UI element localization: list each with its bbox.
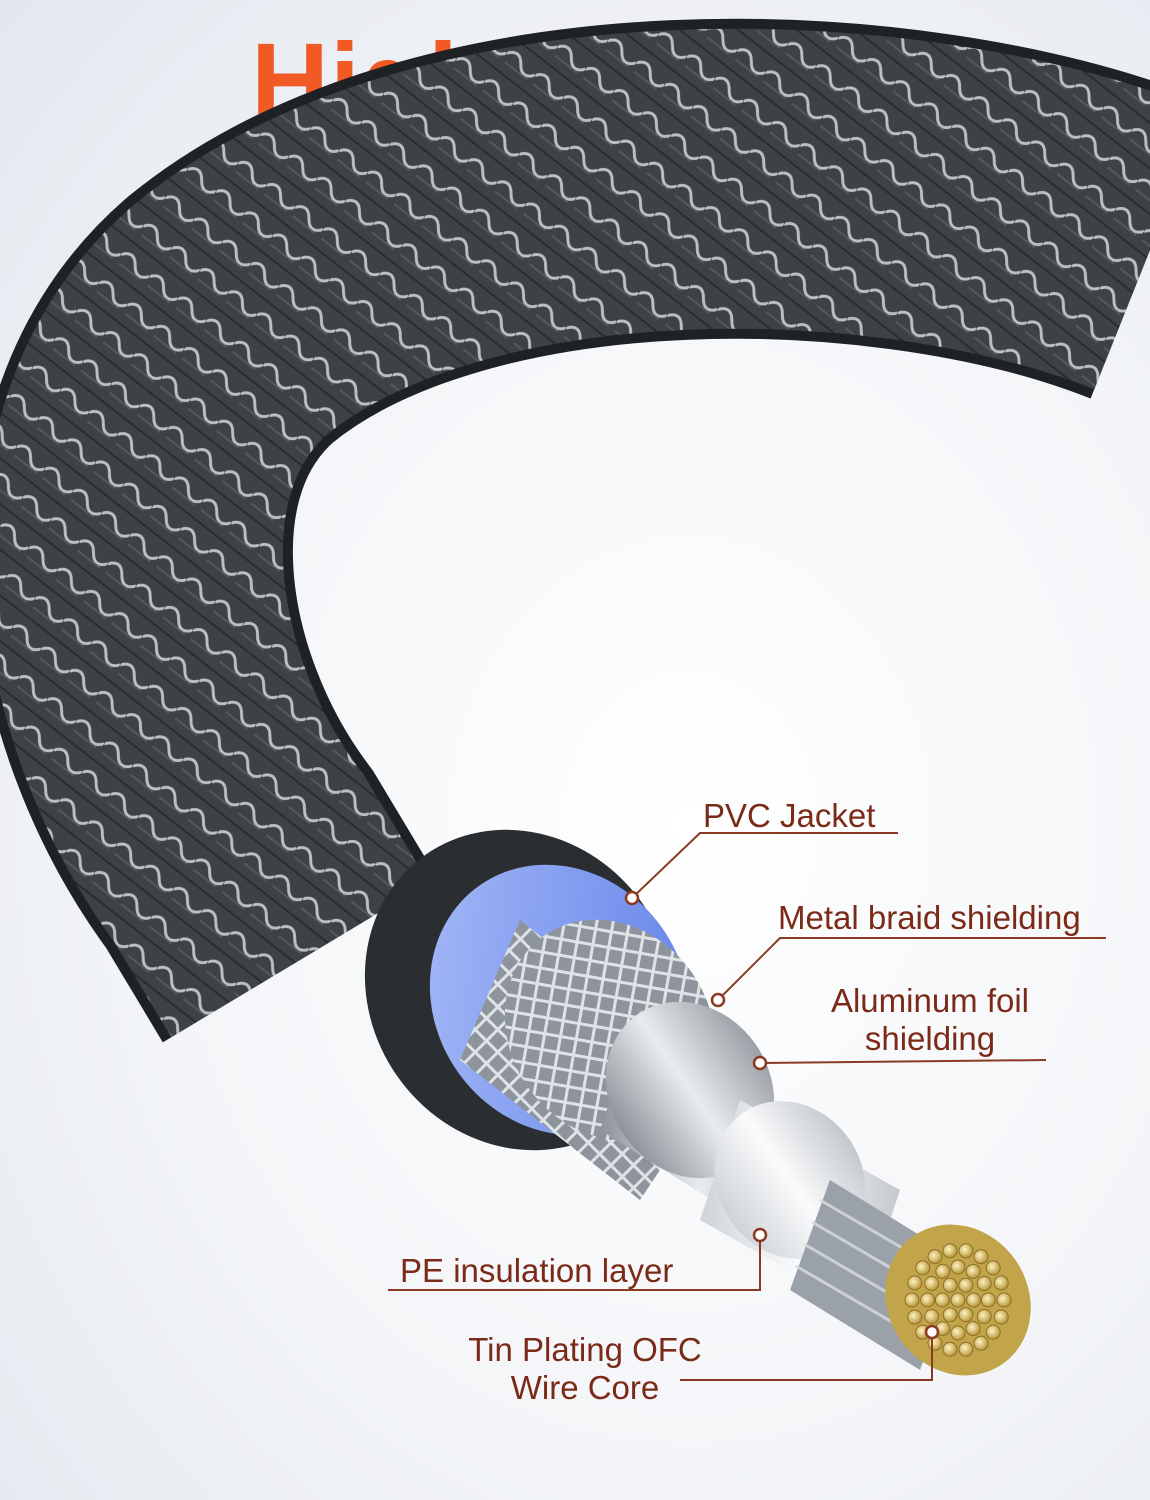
wire-strand bbox=[950, 1325, 966, 1341]
wire-strand bbox=[942, 1341, 958, 1357]
wire-strand bbox=[965, 1321, 981, 1337]
wire-strand bbox=[942, 1307, 958, 1323]
wire-strand bbox=[958, 1307, 974, 1323]
wire-strand bbox=[950, 1292, 966, 1308]
wire-strand bbox=[950, 1259, 966, 1275]
wire-strand bbox=[942, 1277, 958, 1293]
wire-strand bbox=[958, 1277, 974, 1293]
wire-strand bbox=[985, 1260, 1001, 1276]
wire-strand bbox=[934, 1292, 950, 1308]
wire-strand bbox=[942, 1243, 958, 1259]
wire-strand bbox=[966, 1292, 982, 1308]
wire-strand bbox=[907, 1309, 923, 1325]
wire-strand bbox=[993, 1309, 1009, 1325]
leader-dot bbox=[924, 1324, 940, 1340]
wire-strand bbox=[958, 1341, 974, 1357]
wire-strand bbox=[976, 1276, 992, 1291]
wire-strand bbox=[904, 1292, 920, 1308]
label-pvc-jacket: PVC Jacket bbox=[703, 797, 876, 834]
wire-strand bbox=[915, 1260, 931, 1276]
leader-dot bbox=[752, 1227, 768, 1243]
wire-strand bbox=[980, 1292, 996, 1308]
leader-dot bbox=[710, 992, 726, 1008]
wire-strand bbox=[973, 1335, 989, 1351]
wire-strand bbox=[965, 1263, 981, 1279]
wire-strand bbox=[996, 1292, 1012, 1308]
wire-strand bbox=[927, 1249, 943, 1265]
wire-strand bbox=[958, 1243, 974, 1259]
wire-strand bbox=[907, 1275, 923, 1291]
label-aluminum-foil-line1: Aluminum foil bbox=[830, 982, 1030, 1019]
label-pe-insulation-layer: PE insulation layer bbox=[400, 1252, 674, 1289]
wire-strand bbox=[973, 1249, 989, 1265]
leader-dot bbox=[624, 890, 640, 906]
wire-strand bbox=[985, 1324, 1001, 1340]
label-metal-braid-shielding: Metal braid shielding bbox=[778, 899, 1081, 936]
leader-dot bbox=[752, 1055, 768, 1071]
wire-strand bbox=[976, 1309, 992, 1324]
wire-strand bbox=[924, 1309, 940, 1324]
label-wire-core-line1: Tin Plating OFC bbox=[468, 1331, 702, 1368]
label-wire-core-line2: Wire Core bbox=[510, 1369, 660, 1406]
label-aluminum-foil-line2: shielding bbox=[864, 1020, 996, 1057]
wire-strand bbox=[924, 1276, 940, 1291]
wire-strand bbox=[993, 1275, 1009, 1291]
wire-strand bbox=[920, 1292, 936, 1308]
wire-strand bbox=[935, 1263, 951, 1279]
